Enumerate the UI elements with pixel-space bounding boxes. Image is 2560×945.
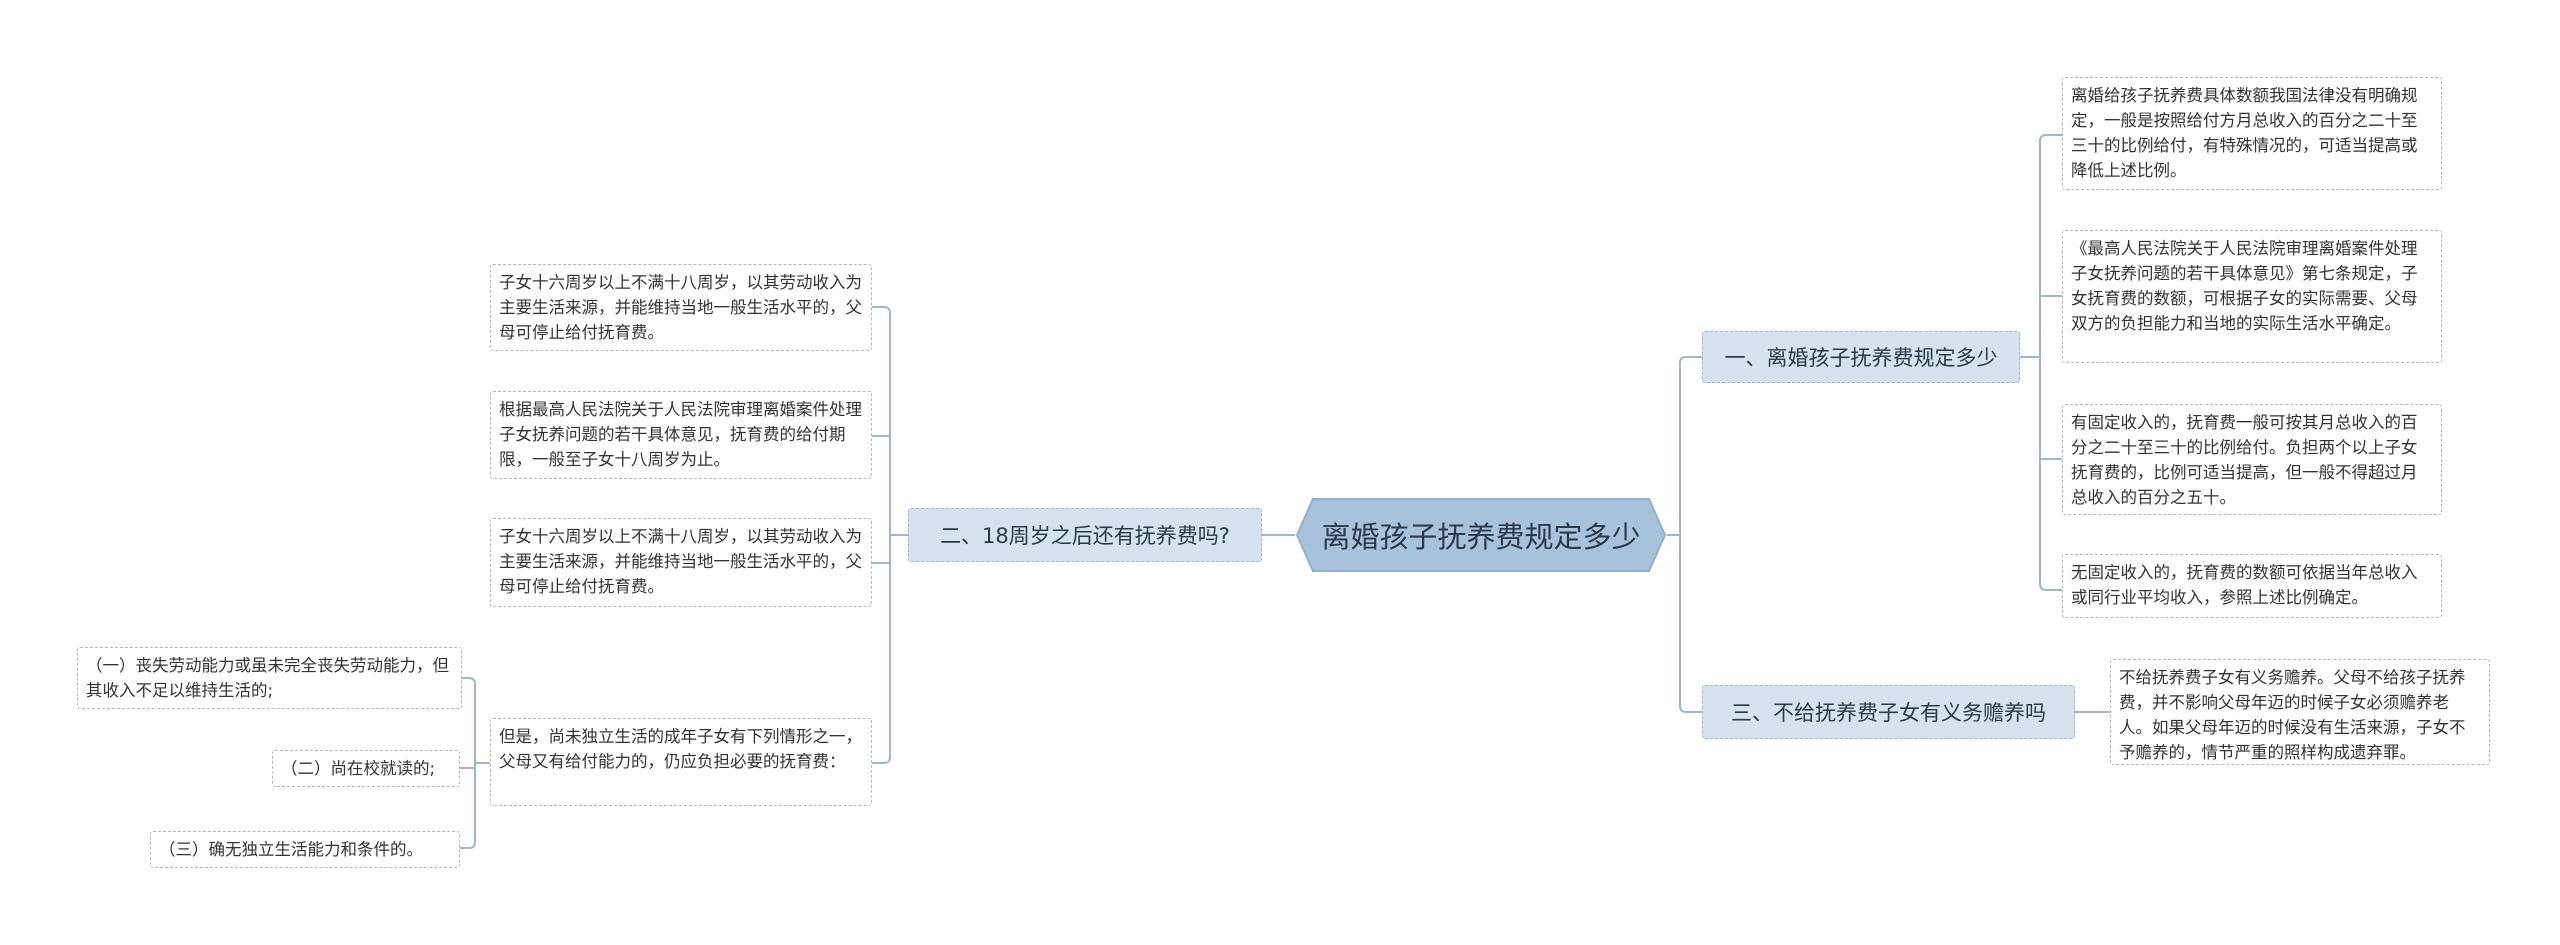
sub-leaf-node[interactable]: （二）尚在校就读的; [272,750,460,787]
leaf-node[interactable]: 子女十六周岁以上不满十八周岁，以其劳动收入为主要生活来源，并能维持当地一般生活水… [490,264,872,351]
leaf-node[interactable]: 有固定收入的，抚育费一般可按其月总收入的百分之二十至三十的比例给付。负担两个以上… [2062,404,2442,515]
leaf-node[interactable]: 不给抚养费子女有义务赡养。父母不给孩子抚养费，并不影响父母年迈的时候子女必须赡养… [2110,659,2490,765]
leaf-node[interactable]: 《最高人民法院关于人民法院审理离婚案件处理子女抚养问题的若干具体意见》第七条规定… [2062,230,2442,363]
sub-leaf-node[interactable]: （一）丧失劳动能力或虽未完全丧失劳动能力，但其收入不足以维持生活的; [77,647,462,709]
leaf-node[interactable]: 无固定收入的，抚育费的数额可依据当年总收入或同行业平均收入，参照上述比例确定。 [2062,554,2442,618]
center-shape [1295,498,1667,572]
center-topic-label: 离婚孩子抚养费规定多少 [1321,520,1641,554]
branch-topic-1[interactable]: 一、离婚孩子抚养费规定多少 [1702,331,2020,383]
sub-leaf-node[interactable]: （三）确无独立生活能力和条件的。 [150,831,460,868]
center-topic[interactable]: 离婚孩子抚养费规定多少 [1295,497,1667,573]
branch-topic-3[interactable]: 三、不给抚养费子女有义务赡养吗 [1702,685,2075,739]
leaf-node[interactable]: 离婚给孩子抚养费具体数额我国法律没有明确规定，一般是按照给付方月总收入的百分之二… [2062,77,2442,190]
leaf-node[interactable]: 但是，尚未独立生活的成年子女有下列情形之一，父母又有给付能力的，仍应负担必要的抚… [490,718,872,806]
leaf-node[interactable]: 子女十六周岁以上不满十八周岁，以其劳动收入为主要生活来源，并能维持当地一般生活水… [490,518,872,607]
branch-topic-2[interactable]: 二、18周岁之后还有抚养费吗? [908,508,1262,562]
leaf-node[interactable]: 根据最高人民法院关于人民法院审理离婚案件处理子女抚养问题的若干具体意见，抚育费的… [490,391,872,479]
